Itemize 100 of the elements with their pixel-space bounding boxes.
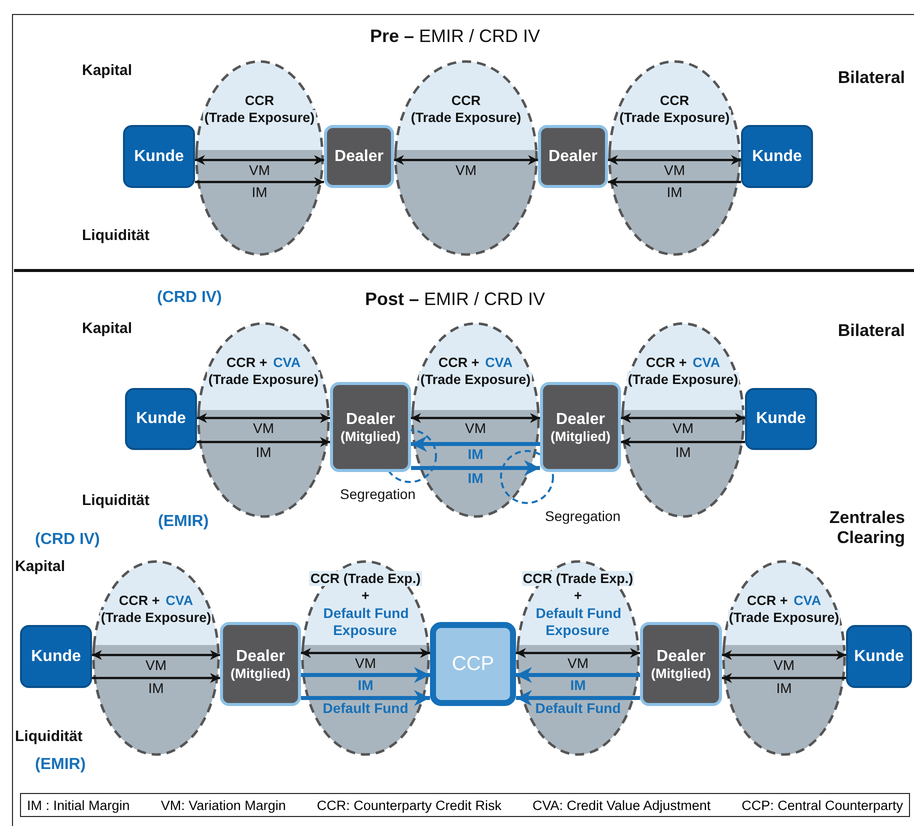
ellipse-label: CCR +: [746, 593, 789, 608]
dealer-box: [540, 382, 621, 472]
regulation-label: (CRD IV): [157, 289, 222, 307]
side-label: Liquidität: [15, 728, 82, 745]
capital-half-ellipse: [621, 322, 745, 410]
arrow: [195, 177, 324, 187]
arrow: [411, 436, 540, 452]
side-label: Kapital: [82, 320, 132, 337]
arrow: [301, 648, 430, 658]
arrow: [608, 155, 741, 165]
arrow: [516, 648, 640, 658]
capital-half-ellipse: [608, 60, 741, 150]
side-label: Liquidität: [82, 227, 150, 244]
box-label: (Mitglied): [550, 428, 610, 444]
arrow: [722, 650, 846, 660]
edge-label: IM: [675, 445, 691, 460]
edge-label: IM: [570, 678, 586, 693]
footnote-text: CCR: Counterparty Credit Risk: [316, 798, 502, 812]
edge-label: IM: [252, 185, 268, 200]
arrow: [394, 155, 538, 165]
client-box: [125, 388, 197, 450]
edge-label: IM: [468, 447, 484, 462]
ellipse-label: CCR: [658, 93, 690, 108]
arrow: [722, 673, 846, 683]
edge-label: VM: [568, 656, 588, 671]
arrow: [301, 667, 430, 683]
box-label: (Mitglied): [340, 428, 400, 444]
arrow: [301, 690, 430, 706]
client-box: [123, 125, 195, 188]
edge-label: IM: [468, 471, 484, 486]
box-label: (Mitglied): [230, 666, 290, 680]
edge-label: VM: [456, 163, 476, 178]
capital-half-ellipse: [301, 560, 430, 645]
ellipse-label: (Trade Exposure): [100, 610, 212, 625]
arrow: [516, 667, 640, 683]
arrow: [197, 413, 330, 423]
arrow: [621, 437, 745, 447]
edge-label: Default Fund: [322, 701, 408, 716]
arrow: [411, 460, 540, 476]
edge-label: IM: [256, 445, 272, 460]
box-label: Dealer: [236, 648, 285, 666]
side-label: Bilateral: [836, 321, 905, 341]
ellipse-label: CCR +: [225, 355, 268, 370]
box-label: Kunde: [756, 410, 806, 428]
client-box: [741, 125, 813, 188]
arrow: [195, 155, 324, 165]
box-label: Kunde: [854, 648, 904, 666]
footnote-text: IM : Initial Margin: [27, 798, 130, 812]
footnote-text: CVA: Credit Value Adjustment: [532, 798, 711, 812]
edge-label: Default Fund: [535, 701, 621, 716]
ellipse-label: CVA: [692, 355, 722, 370]
box-label: Kunde: [752, 148, 802, 166]
client-box: [745, 388, 817, 450]
box-label: Kunde: [31, 648, 81, 666]
client-box: [846, 625, 912, 688]
footnote-text: CCP: Central Counterparty: [742, 798, 903, 812]
arrow: [197, 437, 330, 447]
arrow: [516, 690, 640, 706]
regulation-label: (CRD IV): [35, 531, 100, 549]
regulation-label: (EMIR): [158, 513, 209, 531]
capital-half-ellipse: [722, 560, 846, 645]
edge-label: VM: [465, 421, 486, 436]
regulation-label: (EMIR): [35, 756, 86, 774]
edge-label: IM: [358, 678, 374, 693]
edge-label: VM: [253, 421, 274, 436]
ellipse-label: CCR (Trade Exp.): [522, 571, 634, 586]
ellipse-label: CVA: [792, 593, 822, 608]
ellipse-label: CCR +: [118, 593, 161, 608]
arrow: [92, 650, 220, 660]
ellipse-label: CCR +: [644, 355, 688, 370]
ellipse-label: (Trade Exposure): [728, 610, 840, 625]
capital-half-ellipse: [197, 322, 330, 410]
arrow: [411, 413, 540, 423]
ellipse-label: (Trade Exposure): [419, 372, 532, 387]
ellipse-label: CCR +: [437, 355, 480, 370]
side-label: Bilateral: [836, 68, 905, 88]
arrow: [92, 673, 220, 683]
dealer-box: [324, 125, 394, 188]
box-label: Kunde: [134, 148, 184, 166]
box-label: Dealer: [346, 410, 395, 428]
box-label: (Mitglied): [651, 666, 711, 680]
edge-label: VM: [672, 421, 694, 436]
arrow: [621, 413, 745, 423]
client-box: [20, 625, 92, 688]
box-label: Dealer: [656, 648, 706, 666]
ellipse-label: CCR (Trade Exp.): [309, 571, 422, 586]
capital-half-ellipse: [195, 60, 324, 150]
edge-label: VM: [355, 656, 376, 671]
ccp-box: [430, 622, 516, 706]
section-title: Post – EMIR / CRD IV: [364, 289, 546, 310]
ellipse-label: (Trade Exposure): [618, 110, 731, 125]
box-label: Dealer: [334, 148, 384, 166]
capital-half-ellipse: [394, 60, 538, 150]
box-label: CCP: [452, 652, 494, 676]
footnote-text: VM: Variation Margin: [160, 798, 286, 812]
dealer-box: [538, 125, 608, 188]
ellipse-label: (Trade Exposure): [410, 110, 522, 125]
side-label: Kapital: [82, 62, 132, 79]
side-label: Liquidität: [82, 492, 150, 509]
dealer-box: [330, 382, 411, 472]
